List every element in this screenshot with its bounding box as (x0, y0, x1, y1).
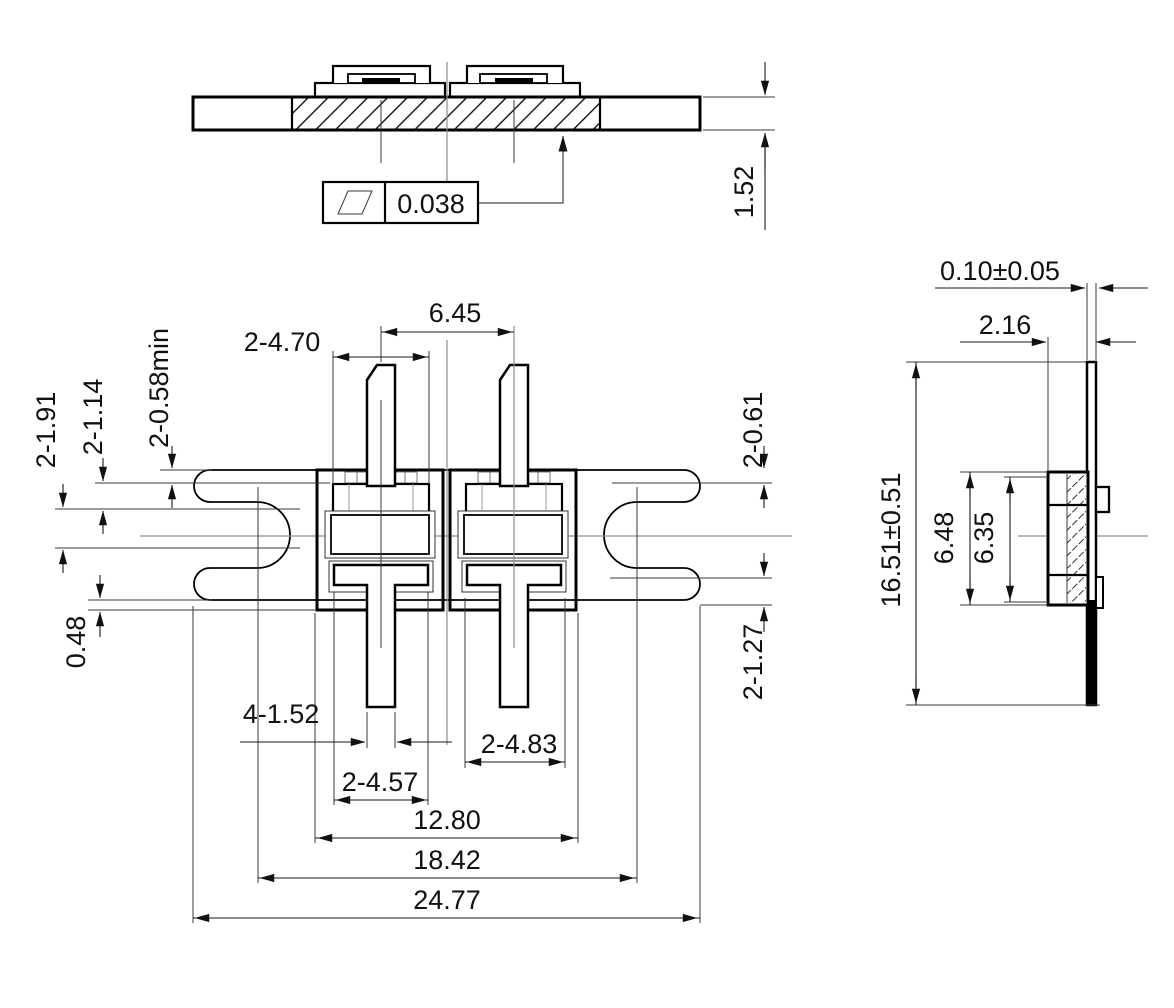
dim-top-web-min: 2-0.58min (144, 328, 177, 508)
ceramic-pad-right (448, 81, 582, 99)
svg-text:16.51±0.51: 16.51±0.51 (876, 473, 906, 608)
svg-text:2-4.70: 2-4.70 (244, 327, 321, 357)
dim-bottom-step-right: 2-1.27 (738, 553, 769, 701)
dim-top-web-right: 2-0.61 (738, 392, 769, 508)
svg-text:2-4.83: 2-4.83 (481, 729, 558, 759)
top-section-view: 1.52 0.038 (191, 62, 775, 230)
svg-text:2-1.91: 2-1.91 (31, 392, 61, 469)
svg-text:2-1.27: 2-1.27 (738, 624, 768, 701)
svg-text:6.45: 6.45 (429, 298, 482, 328)
dim-finger-width-left: 2-1.91 (31, 392, 68, 573)
svg-text:2-4.57: 2-4.57 (342, 767, 419, 797)
dim-cap-height-outer: 6.48 (929, 471, 1048, 606)
ceramic-pad-left (313, 81, 447, 99)
dim-lead-bar-width: 2-4.57 (334, 767, 428, 805)
svg-text:4-1.52: 4-1.52 (243, 699, 320, 729)
dim-top-clamp-width: 2-4.70 (244, 327, 429, 362)
dim-lead-step-left: 2-1.14 (78, 379, 108, 534)
section-hatch (292, 97, 600, 130)
dim-flange-thickness: 1.52 (703, 62, 775, 230)
svg-text:12.80: 12.80 (413, 805, 481, 835)
dim-text-1-52: 1.52 (729, 166, 759, 219)
dim-cutout-width: 2-4.83 (465, 729, 565, 767)
dim-bottom-step-left: 0.48 (61, 575, 105, 669)
svg-text:2-0.58min: 2-0.58min (144, 328, 174, 448)
dim-edge-thickness: 0.10±0.05 (935, 256, 1148, 360)
svg-text:0.48: 0.48 (61, 616, 91, 669)
dim-body-length: 12.80 (315, 805, 578, 843)
dim-cap-depth: 2.16 (960, 310, 1136, 470)
dim-stem-width: 4-1.52 (240, 699, 452, 747)
dim-pin-spacing: 6.45 (381, 298, 514, 337)
side-view: 0.10±0.05 2.16 16.51±0.51 6.48 (876, 256, 1148, 707)
package-cap-left (331, 64, 432, 84)
dim-slot-center-distance: 18.42 (258, 845, 637, 883)
package-cap-right (465, 64, 565, 84)
svg-text:2-0.61: 2-0.61 (738, 392, 768, 469)
flatness-callout: 0.038 (321, 135, 568, 225)
svg-text:24.77: 24.77 (413, 885, 481, 915)
dim-cap-height-inner: 6.35 (969, 476, 1046, 603)
dim-overall-height: 16.51±0.51 (876, 361, 1100, 706)
top-lead-edge (1094, 485, 1111, 514)
flatness-symbol-icon (337, 190, 373, 215)
svg-text:2.16: 2.16 (979, 310, 1032, 340)
package-cell (315, 363, 445, 709)
svg-text:6.48: 6.48 (929, 512, 959, 565)
svg-text:18.42: 18.42 (413, 845, 481, 875)
svg-text:0.10±0.05: 0.10±0.05 (940, 256, 1060, 286)
dim-text-flatness: 0.038 (397, 189, 465, 219)
plan-view: 6.45 2-4.70 2-0.58min 2-1.14 2-1.91 (31, 298, 792, 923)
svg-text:2-1.14: 2-1.14 (78, 379, 108, 456)
dim-overall-length: 24.77 (193, 885, 700, 923)
svg-text:6.35: 6.35 (969, 512, 999, 565)
bottom-lead-edge (1095, 576, 1104, 609)
